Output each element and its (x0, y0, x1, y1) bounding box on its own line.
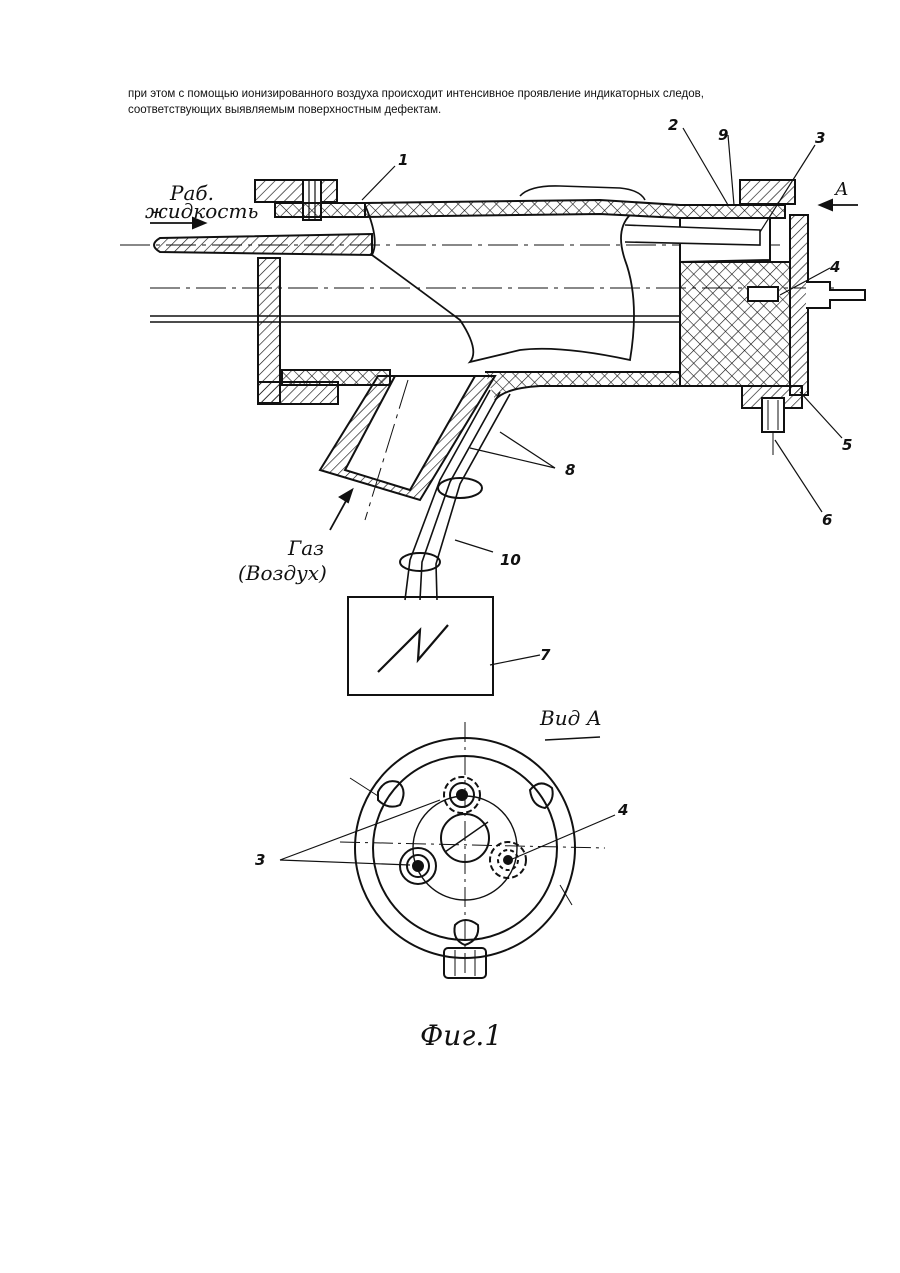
callout-8: 8 (565, 461, 575, 479)
figure-caption: Фиг.1 (420, 1019, 502, 1052)
cable-clip-lower (400, 553, 440, 571)
left-flange-top (255, 180, 337, 202)
contact-terminal (806, 282, 865, 308)
callout-7: 7 (540, 646, 551, 664)
gas-label-line2: (Воздух) (238, 561, 327, 585)
hv-symbol (378, 625, 448, 672)
arrow-a-label: А (833, 179, 849, 200)
electrode (748, 287, 778, 301)
bottom-screw (762, 398, 784, 432)
bolt-bottom (454, 920, 478, 945)
seal-top-left (275, 203, 365, 217)
view-a-underline (545, 737, 600, 740)
callout-10: 10 (500, 551, 521, 569)
callout-2: 2 (668, 116, 678, 134)
callout-1: 1 (398, 151, 408, 169)
cable-clip-upper (438, 478, 482, 498)
high-voltage-unit (348, 597, 493, 695)
right-flange-top (740, 180, 795, 204)
view-a-label: Вид А (539, 706, 602, 730)
callout-5: 5 (842, 436, 852, 454)
fluid-label-line2: жидкость (145, 199, 258, 223)
body-shell-top (365, 200, 785, 218)
right-wall (790, 215, 808, 395)
callout-9: 9 (718, 126, 728, 144)
view-callout-3: 3 (255, 851, 265, 869)
body-shell-bottom (485, 372, 680, 400)
callout-4: 4 (829, 258, 840, 276)
view-a-drawing (280, 722, 615, 978)
gas-label-line1: Газ (287, 536, 324, 560)
callout-6: 6 (822, 511, 832, 529)
callout-3: 3 (815, 129, 825, 147)
cutaway-outline (365, 205, 634, 362)
insulator-block (680, 262, 790, 386)
view-callout-4: 4 (617, 801, 628, 819)
